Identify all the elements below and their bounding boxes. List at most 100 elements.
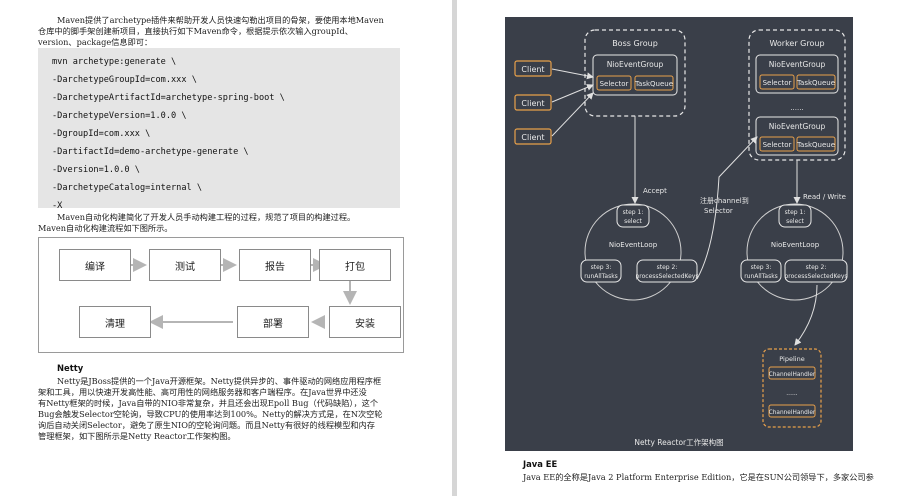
- register-label-line-1: 注册channel到: [700, 196, 749, 205]
- worker-step3-line-1: step 3:: [751, 264, 772, 271]
- flow-step-deploy: 部署: [237, 306, 309, 338]
- netty-heading: Netty: [57, 363, 84, 373]
- worker-step2-line-1: step 2:: [806, 264, 827, 271]
- worker-step3-line-2: runAllTasks: [744, 273, 778, 280]
- code-line: -X: [52, 201, 63, 211]
- worker-nio-event-group-label: NioEventGroup: [769, 122, 826, 131]
- worker-ellipsis: ......: [790, 104, 803, 112]
- boss-step1-line-2: select: [624, 218, 642, 225]
- netty-line-3: 有Netty框架的时候，Java自带的NIO非常复杂，并且还会出现Epoll B…: [38, 398, 379, 408]
- flow-step-test: 测试: [149, 249, 221, 281]
- boss-step3-box: [580, 259, 622, 283]
- boss-selector-box: [596, 75, 632, 91]
- page-divider: [452, 0, 457, 496]
- code-line: -DarchetypeArtifactId=archetype-spring-b…: [52, 93, 285, 103]
- client-arrow: [551, 84, 594, 103]
- netty-line-1: Netty是JBoss提供的一个Java开源框架。Netty提供异步的、事件驱动…: [57, 376, 382, 386]
- client-label: Client: [521, 133, 544, 142]
- flow-step-clean: 清理: [79, 306, 151, 338]
- pipeline-arrow: [794, 284, 818, 346]
- flow-step-package: 打包: [319, 249, 391, 281]
- boss-step2-box: [636, 259, 698, 283]
- code-line: mvn archetype:generate \: [52, 57, 177, 67]
- netty-reactor-diagram: Client Client Client Boss Group NioEvent…: [514, 29, 848, 447]
- flow-step-install: 安装: [329, 306, 401, 338]
- code-line: -Dversion=1.0.0 \: [52, 165, 140, 175]
- boss-selector-label: Selector: [600, 80, 629, 88]
- worker-nio-event-group-1: [755, 54, 839, 94]
- netty-line-6: 管理框架，如下图所示是Netty Reactor工作架构图。: [38, 431, 236, 441]
- worker-taskqueue-box: [796, 74, 836, 90]
- pipeline-box: [762, 348, 822, 428]
- right-page: Client Client Client Boss Group NioEvent…: [457, 0, 901, 496]
- client-arrow: [551, 68, 594, 80]
- netty-line-5: 询后自动关闭Selector，避免了原生NIO的空轮询问题。而且Netty有很好…: [38, 420, 375, 430]
- accept-label: Accept: [643, 187, 667, 195]
- worker-event-loop-circle: [746, 203, 844, 301]
- boss-group-title: Boss Group: [612, 39, 658, 48]
- code-line: -DarchetypeVersion=1.0.0 \: [52, 111, 187, 121]
- channel-handler-box-1: [768, 366, 816, 380]
- worker-step1-line-1: step 1:: [785, 209, 806, 216]
- read-write-label: Read / Write: [803, 193, 846, 201]
- left-page: Maven提供了archetype插件来帮助开发人员快速勾勒出项目的骨架，要使用…: [38, 15, 404, 441]
- boss-nio-event-group-label: NioEventGroup: [607, 60, 664, 69]
- maven-build-flow: 编译 测试 报告 打包 清理 部署 安装: [38, 237, 404, 353]
- worker-taskqueue-label: TaskQueue: [796, 79, 835, 87]
- client-arrow: [551, 92, 594, 137]
- worker-nio-event-group-label: NioEventGroup: [769, 60, 826, 69]
- boss-step1-line-1: step 1:: [623, 209, 644, 216]
- boss-taskqueue-label: TaskQueue: [634, 80, 673, 88]
- client-box-3: Client: [514, 128, 552, 145]
- worker-step2-box: [784, 259, 848, 283]
- javaee-line-1: Java EE的全称是Java 2 Platform Enterprise Ed…: [523, 472, 874, 482]
- client-box-2: Client: [514, 94, 552, 111]
- maven-build-line-1: Maven自动化构建简化了开发人员手动构建工程的过程，规范了项目的构建过程。: [57, 212, 356, 222]
- flow-arrows: [131, 258, 357, 329]
- register-label-line-2: Selector: [704, 207, 733, 215]
- pipeline-ellipsis: ......: [786, 390, 798, 397]
- worker-selector-label: Selector: [763, 79, 792, 87]
- boss-step3-line-1: step 3:: [591, 264, 612, 271]
- flow-step-report: 报告: [239, 249, 311, 281]
- boss-step1-box: [616, 204, 650, 228]
- boss-event-loop-circle: [584, 203, 682, 301]
- worker-group-title: Worker Group: [769, 39, 824, 48]
- worker-nio-event-group-2: [755, 116, 839, 156]
- worker-selector-label: Selector: [763, 141, 792, 149]
- boss-nio-event-loop-label: NioEventLoop: [609, 241, 658, 249]
- worker-step2-line-2: processSelectedKeys: [784, 273, 847, 280]
- client-box-1: Client: [514, 60, 552, 77]
- worker-step1-box: [778, 204, 812, 228]
- worker-selector-box: [759, 136, 795, 152]
- code-line: -DartifactId=demo-archetype-generate \: [52, 147, 249, 157]
- boss-step2-line-2: processSelectedKeys: [635, 273, 698, 280]
- worker-taskqueue-box: [796, 136, 836, 152]
- pipeline-label: Pipeline: [779, 355, 804, 363]
- boss-step3-line-2: runAllTasks: [584, 273, 618, 280]
- code-block: mvn archetype:generate \ -DarchetypeGrou…: [38, 48, 400, 211]
- flow-step-compile: 编译: [59, 249, 131, 281]
- worker-selector-box: [759, 74, 795, 90]
- boss-step2-line-1: step 2:: [657, 264, 678, 271]
- netty-line-2: 架和工具，用以快速开发高性能、高可用性的网络服务器和客户端程序。在Java世界中…: [38, 387, 367, 397]
- maven-build-line-2: Maven自动化构建流程如下图所示。: [38, 223, 173, 233]
- maven-intro-line-3: version、package信息即可：: [38, 37, 153, 47]
- boss-taskqueue-box: [634, 75, 674, 91]
- worker-nio-event-loop-label: NioEventLoop: [771, 241, 820, 249]
- channel-handler-box-2: [768, 404, 816, 418]
- netty-line-4: Bug会触发Selector空轮询，导致CPU的使用率达到100%。Netty的…: [38, 409, 383, 419]
- worker-step3-box: [740, 259, 782, 283]
- register-arrow: [696, 136, 758, 280]
- maven-intro-line-2: 仓库中的脚手架创建新项目，直接执行如下Maven命令，根据提示依次输入group…: [38, 26, 353, 36]
- worker-step1-line-2: select: [786, 218, 804, 225]
- netty-reactor-figure: Client Client Client Boss Group NioEvent…: [505, 17, 853, 451]
- code-line: -DgroupId=com.xxx \: [52, 129, 151, 139]
- worker-taskqueue-label: TaskQueue: [796, 141, 835, 149]
- code-line: -DarchetypeGroupId=com.xxx \: [52, 75, 197, 85]
- code-line: -DarchetypeCatalog=internal \: [52, 183, 203, 193]
- javaee-heading: Java EE: [523, 459, 558, 469]
- client-label: Client: [521, 65, 544, 74]
- boss-nio-event-group: [592, 54, 678, 96]
- figure-caption: Netty Reactor工作架构图: [634, 437, 723, 447]
